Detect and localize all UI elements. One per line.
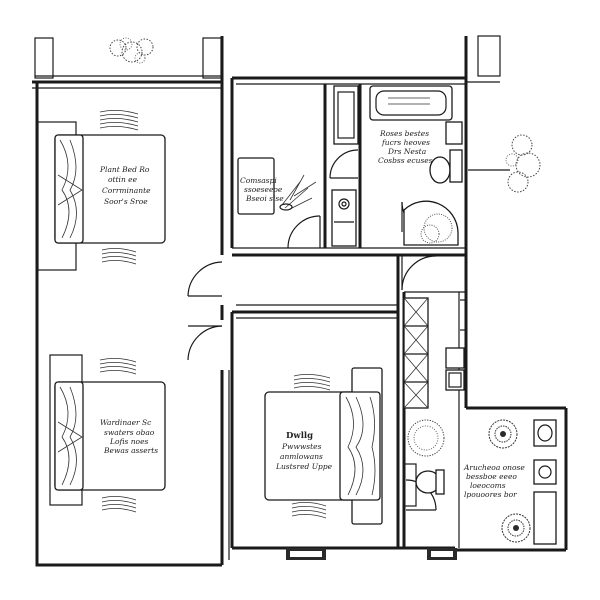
bedroom-center: Dwllg Pwwwstes anmlowans Lustsred Uppe (264, 367, 383, 525)
bedroom-top-label-2: ottin ee (108, 175, 138, 184)
study-label-2: ssoeseeoe (244, 185, 283, 194)
toilet (429, 156, 451, 184)
pillow-lines-center (291, 374, 331, 519)
bottom-windows (286, 548, 457, 560)
bath-sink (445, 121, 463, 145)
bedroom-bottom-label-1: Wardinaer Sc (100, 418, 152, 427)
plant-vase-icon (279, 174, 317, 211)
bedroom-center-label-1: Dwllg (286, 431, 313, 441)
bedroom-top-label-3: Corrminante (102, 186, 151, 195)
bathroom-label-3: Drs Nesta (387, 147, 426, 156)
bedroom-bottom-label-3: Lofis noes (109, 437, 149, 446)
study-desk (237, 157, 275, 215)
bedroom-center-label-2: Pwwwstes (281, 442, 322, 451)
utility-room: Arucheoa onose bessboe eeeo loeocoms lpo… (463, 419, 557, 545)
balcony-plant-icon (109, 37, 154, 64)
bathroom-label-4: Cosbss ecuses (378, 156, 433, 165)
study-label-3: Bseoi sise (245, 194, 284, 203)
utility-plant-bottom-icon (501, 513, 531, 543)
balcony (34, 37, 222, 83)
bedroom-top: Plant Bed Ro ottin ee Corrminante Soor's… (37, 110, 166, 271)
utility-column (331, 85, 359, 247)
pillow-lines-top (99, 110, 139, 265)
bedroom-bottom: Wardinaer Sc swaters obao Lofis noes Bew… (49, 354, 166, 513)
bathroom-label-2: fucrs heoves (381, 138, 430, 147)
utility-label-1: Arucheoa onose (463, 463, 525, 472)
bedroom-top-label-4: Soor's Sroe (104, 197, 148, 206)
exterior-plant-icon (468, 134, 541, 193)
study: Comsaspi ssoeseeoe Bseoi sise (237, 157, 317, 215)
pillow-lines-bottom (99, 358, 137, 513)
shower-tray (403, 200, 459, 246)
study-label-1: Comsaspi (240, 176, 277, 185)
washer (331, 189, 357, 247)
utility-sink (533, 419, 557, 447)
bedroom-center-label-3: anmlowans (280, 452, 323, 461)
wc-plant-icon (407, 419, 445, 457)
bedroom-bottom-label-2: swaters obao (104, 428, 155, 437)
utility-label-2: bessboe eeeo (466, 472, 517, 481)
utility-plant-top-icon (488, 419, 518, 449)
bedroom-top-label-1: Plant Bed Ro (99, 165, 150, 174)
appliance-small (445, 347, 465, 369)
utility-cabinet (533, 491, 557, 545)
wc-bottom (403, 419, 445, 507)
bathroom-label-1: Roses bestes (379, 129, 429, 138)
utility-label-3: loeocoms (470, 481, 506, 490)
bedroom-bottom-label-4: Bewas asserts (103, 446, 158, 455)
corridor-shelving (403, 297, 465, 409)
utility-washer (533, 459, 557, 485)
bedroom-center-label-4: Lustsred Uppe (275, 462, 333, 471)
bathroom: Roses bestes fucrs heoves Drs Nesta Cosb… (369, 85, 463, 246)
bathtub (369, 85, 453, 121)
utility-label-4: lpouoores bor (464, 490, 517, 499)
